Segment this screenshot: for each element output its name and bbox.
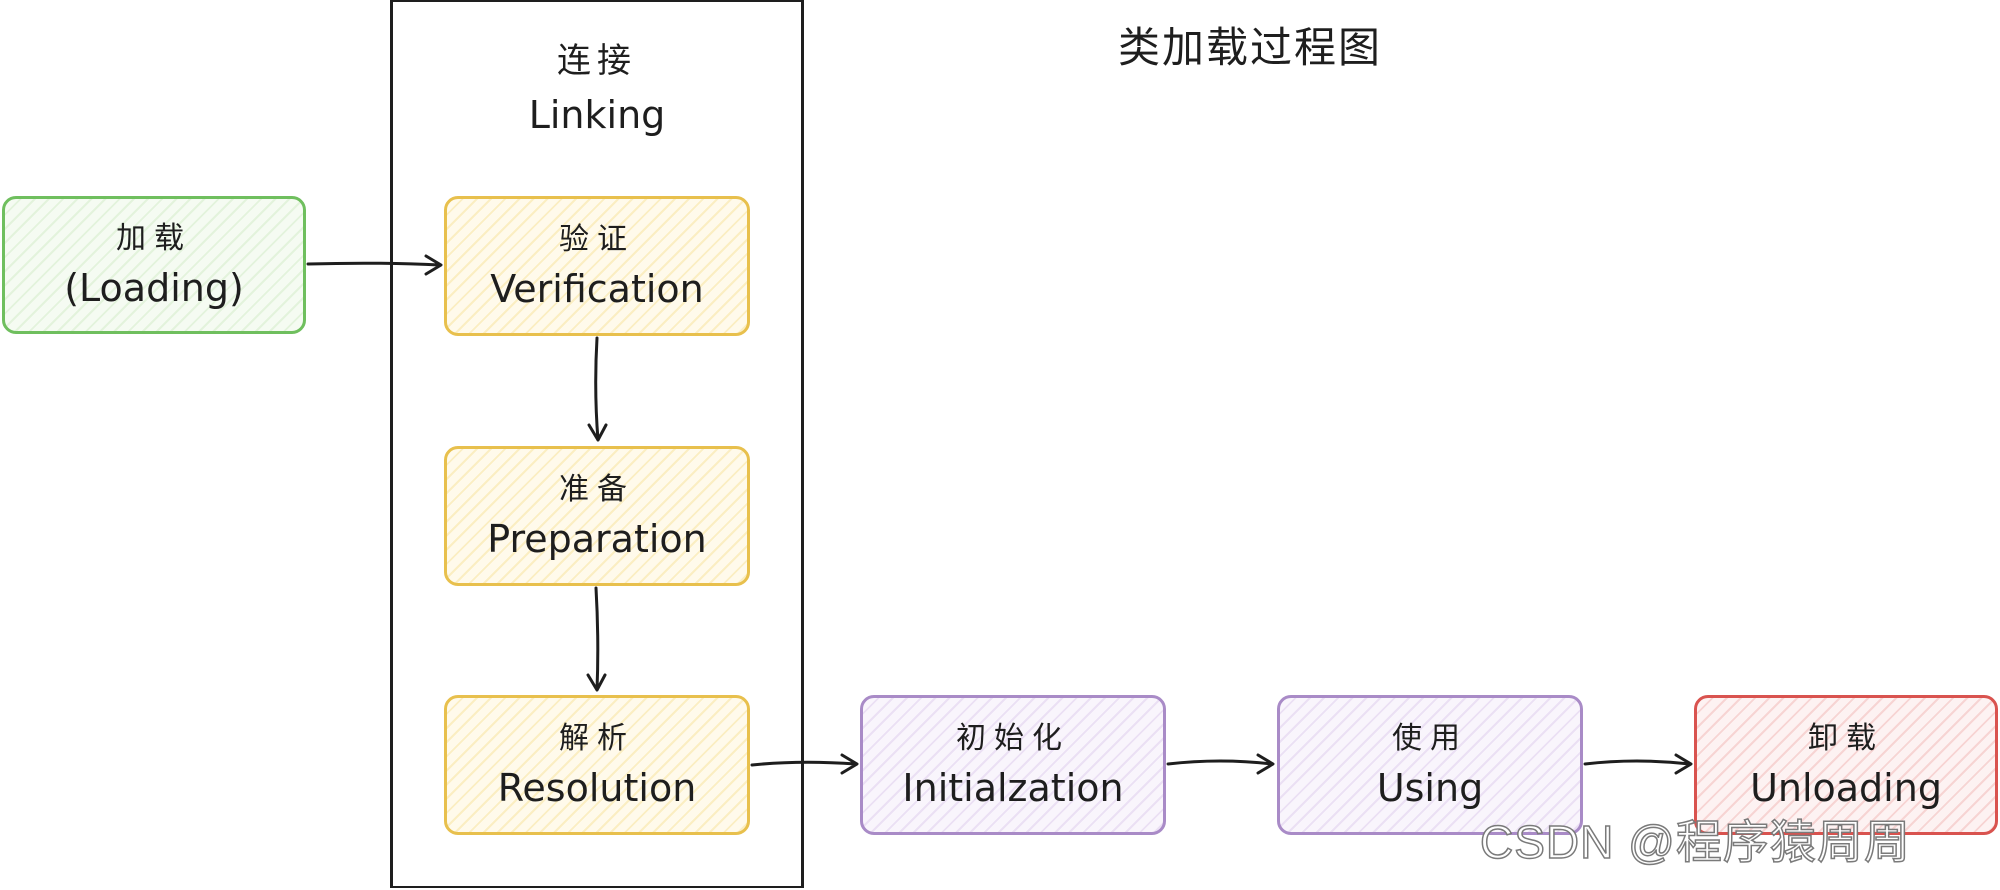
node-loading: 加载 (Loading): [2, 196, 306, 334]
node-using-en: Using: [1376, 766, 1484, 810]
node-verification-zh: 验证: [559, 222, 635, 257]
node-resolution-en: Resolution: [497, 766, 697, 810]
arrow-using-to-unloading: [1583, 753, 1693, 775]
node-preparation: 准备 Preparation: [444, 446, 750, 586]
node-resolution: 解析 Resolution: [444, 695, 750, 835]
arrow-verification-to-preparation: [587, 336, 608, 442]
node-using: 使用 Using: [1277, 695, 1583, 835]
node-using-zh: 使用: [1392, 721, 1468, 756]
arrow-resolution-to-initialization: [750, 753, 859, 775]
linking-group-frame: 连接 Linking: [390, 0, 804, 888]
node-loading-zh: 加载: [116, 221, 192, 256]
node-loading-en: (Loading): [64, 266, 244, 310]
arrow-initialization-to-using: [1166, 753, 1275, 775]
node-initialization: 初始化 Initialzation: [860, 695, 1166, 835]
node-unloading: 卸载 Unloading: [1694, 695, 1998, 835]
node-resolution-zh: 解析: [559, 721, 635, 756]
arrow-loading-to-verification: [306, 254, 443, 276]
node-initialization-zh: 初始化: [956, 721, 1070, 756]
node-verification-en: Verification: [490, 267, 704, 311]
diagram-title: 类加载过程图: [1117, 23, 1382, 72]
node-verification: 验证 Verification: [444, 196, 750, 336]
node-unloading-zh: 卸载: [1808, 721, 1884, 756]
node-unloading-en: Unloading: [1750, 766, 1942, 810]
node-initialization-en: Initialzation: [902, 766, 1124, 810]
linking-group-label-zh: 连接: [557, 41, 637, 81]
linking-group-label-en: Linking: [528, 93, 666, 137]
csdn-watermark: CSDN @程序猿周周: [1479, 815, 1911, 869]
node-preparation-zh: 准备: [559, 472, 635, 507]
arrow-preparation-to-resolution: [586, 586, 607, 692]
linking-group-label: 连接 Linking: [393, 34, 801, 142]
node-preparation-en: Preparation: [487, 517, 707, 561]
